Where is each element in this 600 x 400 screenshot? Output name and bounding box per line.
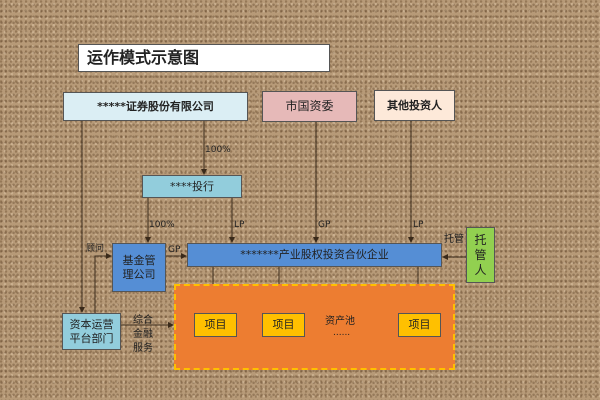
- asset-pool-more: ......: [333, 328, 351, 338]
- node-partnership: *******产业股权投资合伙企业: [187, 243, 442, 267]
- label-gp-sasac: GP: [318, 220, 331, 230]
- project-box: 项目: [398, 313, 441, 337]
- node-fund-manager: 基金管理公司: [112, 243, 166, 292]
- asset-pool-label: 资产池: [325, 316, 355, 327]
- label-lp-other: LP: [413, 220, 424, 230]
- node-other-investors: 其他投资人: [374, 90, 455, 121]
- node-investment-bank: ****投行: [142, 175, 242, 198]
- label-custody: 托管: [444, 234, 464, 245]
- project-box: 项目: [262, 313, 305, 337]
- label-services: 综合金融服务: [133, 315, 153, 354]
- node-securities-company: *****证券股份有限公司: [63, 92, 248, 121]
- project-box: 项目: [194, 313, 237, 337]
- label-lp-bank: LP: [234, 220, 245, 230]
- label-100-sec: 100%: [205, 145, 231, 155]
- node-sasac: 市国资委: [262, 91, 357, 122]
- label-advisor: 顾问: [86, 244, 105, 254]
- node-capital-dept: 资本运营平台部门: [62, 313, 121, 350]
- label-100-bank: 100%: [149, 220, 175, 230]
- node-custodian: 托管人: [466, 227, 495, 283]
- label-gp-fund: GP: [168, 245, 181, 255]
- diagram-title: 运作模式示意图: [78, 44, 330, 72]
